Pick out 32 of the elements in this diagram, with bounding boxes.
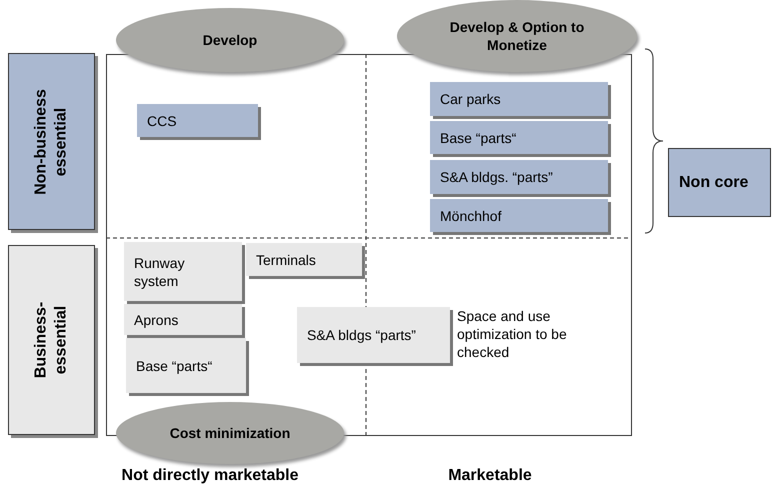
item-box [430,160,608,194]
item-box [246,243,362,276]
node-text: Aprons [134,310,178,328]
note-text: Space and use optimization to be checked [457,307,568,361]
node-text: Cost minimization [168,424,292,442]
node-text: Car parks [440,90,501,108]
row-header-box [8,53,95,230]
node-text: Base “parts“ [440,128,516,146]
item-box [124,304,242,335]
node-text: Base “parts“ [136,356,212,374]
node-text: Non-business essential [32,88,70,196]
node-text: Mönchhof [440,206,502,224]
node-text: Runway system [134,254,186,290]
node-text: S&A bldgs. “parts” [440,168,553,186]
node-text: S&A bldgs “parts” [307,326,416,344]
item-box [430,82,608,116]
axis-label: Marketable [448,466,532,486]
item-box [137,104,258,137]
item-box [430,199,608,232]
node-text: Develop [202,31,258,49]
node-text: Non core [679,172,748,192]
item-box [126,338,246,393]
row-header-box [8,245,95,435]
item-box [430,121,608,154]
category-box [668,148,771,217]
node-text: Develop & Option to Monetize [448,18,586,54]
item-box [124,242,242,301]
node-text: Business-essential [32,300,70,380]
item-box [297,307,450,363]
node-text: Terminals [256,250,316,268]
axis-label: Not directly marketable [122,466,298,486]
node-text: CCS [147,112,177,130]
